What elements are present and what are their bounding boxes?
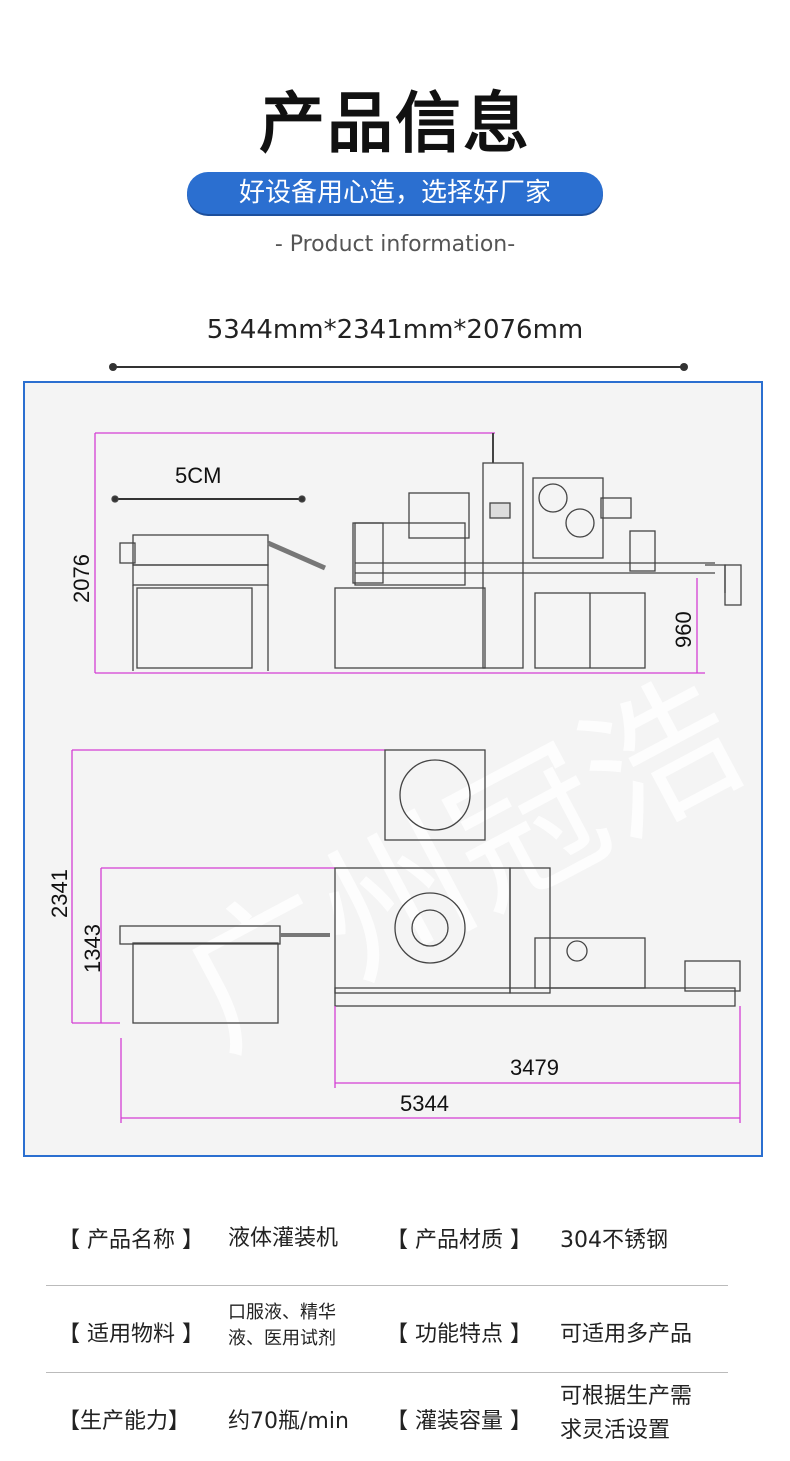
- spec-value: 约70瓶/min: [228, 1409, 349, 1434]
- table-row: 【 产品名称 】 液体灌装机 【 产品材质 】 304不锈钢: [46, 1196, 728, 1276]
- spec-label: 【 功能特点 】: [386, 1322, 532, 1347]
- overall-width-label: 2341: [47, 869, 72, 918]
- section-subtitle: - Product information-: [274, 232, 516, 257]
- dimension-line-end-dot: [680, 363, 688, 371]
- table-height-label: 960: [671, 611, 696, 648]
- spec-value: 304不锈钢: [560, 1228, 668, 1253]
- slogan-badge: 好设备用心造，选择好厂家: [187, 172, 603, 214]
- spec-value-line: 液、医用试剂: [228, 1328, 336, 1349]
- spec-label: 【生产能力】: [58, 1409, 191, 1434]
- spec-value-line: 求灵活设置: [560, 1418, 671, 1443]
- overall-dimensions: 5344mm*2341mm*2076mm: [206, 315, 584, 345]
- spec-value-line: 口服液、精华: [228, 1302, 336, 1323]
- scale-label: 5CM: [175, 463, 221, 488]
- table-row: 【生产能力】 约70瓶/min 【 灌装容量 】 可根据生产需 求灵活设置: [46, 1373, 728, 1461]
- row-divider: [46, 1372, 728, 1373]
- top-view: [71, 749, 741, 1123]
- spec-value-line: 可根据生产需: [560, 1384, 693, 1409]
- spec-label: 【 适用物料 】: [58, 1322, 204, 1347]
- technical-drawing: 广州冠浩: [23, 381, 763, 1157]
- table-row: 【 适用物料 】 口服液、精华 液、医用试剂 【 功能特点 】 可适用多产品: [46, 1286, 728, 1371]
- dimension-line: [113, 366, 685, 368]
- spec-value: 液体灌装机: [228, 1226, 339, 1251]
- watermark: 广州冠浩: [158, 649, 761, 1079]
- overall-length-label: 5344: [400, 1091, 449, 1116]
- row-divider: [46, 1285, 728, 1286]
- page-title: 产品信息: [259, 85, 531, 162]
- main-length-label: 3479: [510, 1055, 559, 1080]
- spec-label: 【 产品名称 】: [58, 1228, 204, 1253]
- spec-value: 可适用多产品: [560, 1322, 693, 1347]
- spec-label: 【 产品材质 】: [386, 1228, 532, 1253]
- front-height-label: 2076: [69, 554, 94, 603]
- inner-width-label: 1343: [80, 924, 105, 973]
- front-view: [94, 432, 742, 674]
- drawing-canvas: 广州冠浩: [47, 432, 761, 1123]
- spec-label: 【 灌装容量 】: [386, 1409, 532, 1434]
